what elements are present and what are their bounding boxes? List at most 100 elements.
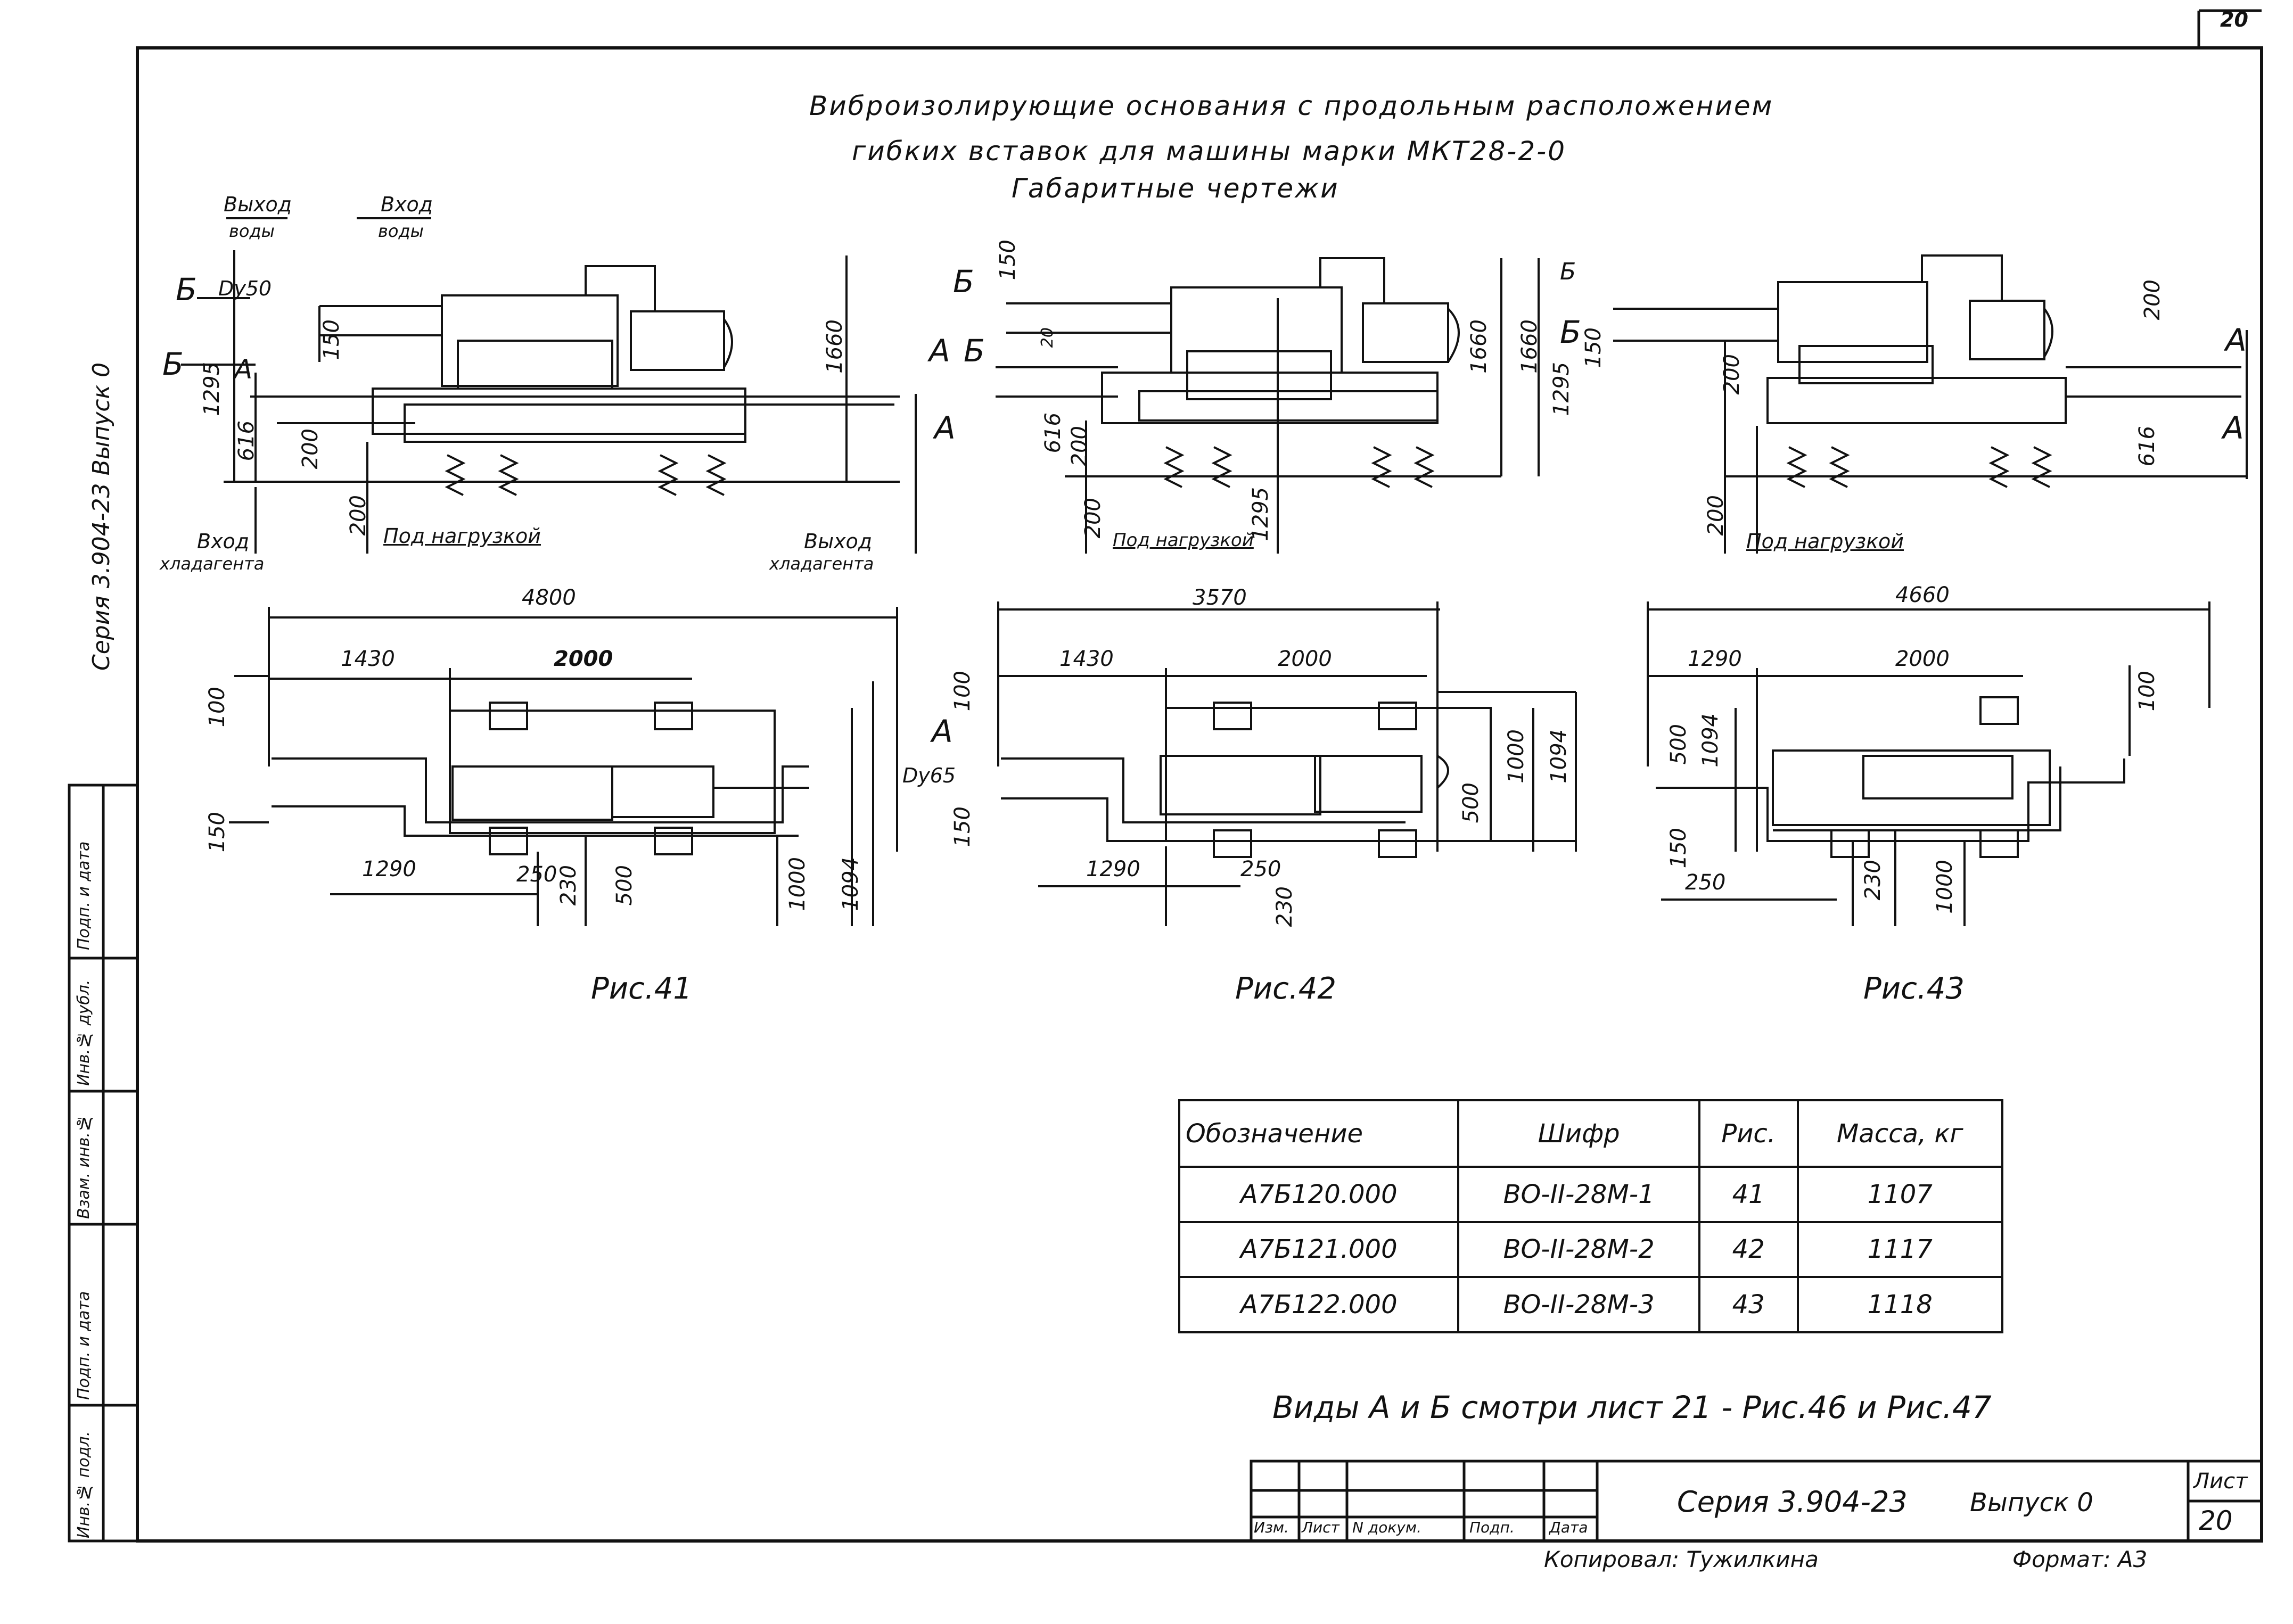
fig42-dim-1430: 1430 [1059,647,1114,671]
tb-copied: Копировал: Тужилкина [1544,1546,1819,1572]
fig42-label-a2: А [934,410,956,446]
fig41-dim-100: 100 [205,687,229,728]
fig41-dim-150: 150 [319,319,344,360]
fig42-label-b1: Б [953,263,974,300]
fig42-du65: Dу65 [902,764,956,787]
fig42-dim-3570: 3570 [1193,586,1247,610]
spec-cell: 1118 [1796,1276,2004,1333]
title-line-1: Виброизолирующие основания с продольным … [809,90,1774,121]
spec-cell: 41 [1698,1166,1799,1223]
fig42-dim-200b: 200 [1081,498,1105,539]
spec-header-code: Шифр [1457,1099,1700,1168]
fig41-dim-2000: 2000 [554,647,613,671]
fig41-water-in-1: Вход [381,193,433,216]
tb-col-doc: N докум. [1352,1519,1421,1536]
fig43-dim-1000: 1000 [1933,860,1957,914]
fig42-dim-2000: 2000 [1278,647,1332,671]
fig42-dim-100: 100 [950,671,975,712]
fig43-label-b2: Б [1560,314,1581,350]
fig41-label-b1: Б [176,271,197,308]
fig41-dim-1295: 1295 [200,362,224,416]
fig43-dim-250: 250 [1685,870,1726,895]
table-row: А7Б120.000 ВО-II-28М-1 41 1107 [1178,1166,2004,1223]
fig42-dim-1094: 1094 [1547,729,1571,784]
table-row: А7Б122.000 ВО-II-28М-3 43 1118 [1178,1276,2004,1333]
side-series-label: Серия 3.904-23 Выпуск 0 [88,362,115,671]
fig42-caption: Рис.42 [1235,971,1337,1006]
fig41-dim-200b: 200 [346,495,371,536]
fig41-elevation [181,217,917,554]
fig41-ref-in-1: Вход [197,530,250,553]
tb-col-izm: Изм. [1254,1519,1289,1536]
views-note: Виды А и Б смотри лист 21 - Рис.46 и Рис… [1272,1389,1992,1425]
fig42-label-a3: А [932,713,953,749]
fig43-label-a2: А [2223,410,2244,446]
tb-col-sign: Подп. [1469,1519,1515,1536]
spec-header-designation: Обозначение [1178,1099,1460,1168]
spec-cell: А7Б122.000 [1178,1276,1460,1333]
fig43-under-load: Под нагрузкой [1746,530,1904,553]
fig42-dim-500: 500 [1459,782,1483,823]
fig41-dim-1000: 1000 [785,857,810,911]
fig42-dim-1295b: 1295 [1549,362,1574,416]
spec-header-mass: Масса, кг [1796,1099,2004,1168]
fig42-label-a1: А [929,333,950,369]
spec-header-fig: Рис. [1698,1099,1799,1168]
fig41-dim-250: 250 [516,862,557,887]
spec-cell: ВО-II-28М-3 [1457,1276,1700,1333]
fig41-water-out-2: воды [229,221,275,241]
spec-cell: 1107 [1796,1166,2004,1223]
tb-series: Серия 3.904-23 [1677,1485,1908,1519]
fig41-dim-616: 616 [234,421,259,461]
fig43-dim-200c: 200 [2140,279,2165,320]
fig42-under-load: Под нагрузкой [1113,530,1254,551]
fig42-dim-20: 20 [1038,327,1057,348]
tb-issue: Выпуск 0 [1970,1488,2093,1518]
fig41-ref-in-2: хладагента [160,554,265,574]
spec-cell: 1117 [1796,1221,2004,1279]
fig42-dim-1290: 1290 [1086,857,1140,881]
fig41-caption: Рис.41 [591,971,693,1006]
fig42-dim-1295: 1295 [1248,487,1273,541]
fig41-water-out-1: Выход [224,193,292,216]
left-stamp-cell-2: Подп. и дата [75,1291,93,1400]
fig43-elevation [1613,254,2248,554]
fig43-dim-2000: 2000 [1895,647,1950,671]
tb-sheet-label: Лист [2193,1469,2248,1494]
sheet-corner-number: 20 [2220,8,2248,31]
fig42-label-b2: Б [964,333,985,369]
fig41-ref-out-1: Выход [804,530,873,553]
tb-sheet-number: 20 [2199,1505,2233,1536]
fig42-dim-200: 200 [1067,426,1092,467]
fig41-dim-1094: 1094 [839,857,863,911]
spec-table: Обозначение Шифр Рис. Масса, кг А7Б120.0… [1178,1099,2004,1333]
spec-cell: ВО-II-28М-2 [1457,1221,1700,1279]
fig42-dim-150: 150 [996,240,1020,281]
fig41-dim-4800: 4800 [522,586,576,610]
fig42-dim-1000: 1000 [1504,729,1528,784]
fig42-dim-150b: 150 [950,806,975,847]
fig41-label-a1: А [234,354,253,385]
fig43-dim-4660: 4660 [1895,583,1950,607]
fig43-dim-1094: 1094 [1698,713,1723,768]
fig41-under-load: Под нагрузкой [383,524,541,548]
left-stamp-cell-3: Взам. инв.№ [75,1114,93,1219]
spec-cell: 42 [1698,1221,1799,1279]
title-line-3: Габаритные чертежи [1012,173,1339,204]
fig41-dim-500: 500 [612,865,637,906]
fig43-label-a1: А [2225,322,2247,358]
fig43-dim-1290: 1290 [1688,647,1742,671]
fig42-elevation [996,257,1540,554]
left-stamp-cell-4: Инв.№ дубл. [75,979,93,1086]
spec-cell: А7Б121.000 [1178,1221,1460,1279]
fig42-dim-1660: 1660 [1467,319,1491,374]
title-line-2: гибких вставок для машины марки МКТ28-2-… [852,136,1567,167]
tb-format: Формат: А3 [2012,1546,2148,1572]
fig41-dim-230: 230 [556,865,581,906]
fig42-plan [997,601,1577,926]
spec-cell: А7Б120.000 [1178,1166,1460,1223]
fig43-dim-200: 200 [1720,354,1744,395]
fig41-dim-200a: 200 [298,428,323,469]
fig41-dim-1290: 1290 [362,857,416,881]
